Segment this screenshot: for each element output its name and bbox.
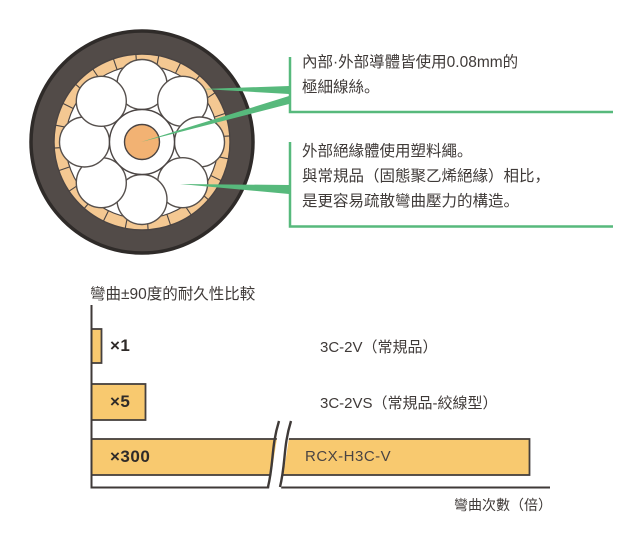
braid-tick xyxy=(112,58,118,70)
bar-value-label-x5: ×5 xyxy=(110,392,131,411)
annotation-line: 與常規品（固態聚乙烯絕緣）相比， xyxy=(302,168,551,185)
x-axis-label: 彎曲次數（倍） xyxy=(454,497,552,513)
annotation-line: 內部·外部導體皆使用0.08mm的 xyxy=(302,54,519,71)
cable-cross-section xyxy=(29,29,255,255)
bar-rcxh3cv xyxy=(90,438,531,476)
pointer-to-braid xyxy=(203,86,289,94)
braid-tick xyxy=(58,166,70,172)
bar-chart xyxy=(90,305,550,489)
annotation-line: 極細線絲。 xyxy=(302,79,380,96)
annotation-line: 是更容易疏散彎曲壓力的構造。 xyxy=(302,193,520,210)
bar-category-rcxh3cv: RCX-H3C-V xyxy=(305,448,392,465)
braid-tick xyxy=(210,175,222,182)
strand-circle xyxy=(75,75,128,128)
annotation-brackets xyxy=(288,57,613,228)
bar-category-3c2v: 3C-2V（常規品） xyxy=(320,339,438,356)
bracket-annotation-2 xyxy=(288,142,613,228)
annotation-conductor: 內部·外部導體皆使用0.08mm的 極細線絲。 xyxy=(302,50,518,100)
braid-tick xyxy=(102,210,109,222)
annotation-line: 外部絕緣體使用塑料繩。 xyxy=(302,143,473,160)
axis-break-mark xyxy=(266,419,293,489)
bar-3c2v xyxy=(90,328,103,364)
axis-break-line xyxy=(278,420,293,488)
pointer-to-core xyxy=(141,96,289,142)
bar-value-label-x1: ×1 xyxy=(110,336,131,355)
bar-value-label-x300: ×300 xyxy=(110,447,151,466)
braid-tick xyxy=(62,102,74,109)
chart-bars xyxy=(90,328,531,476)
plastic-string-strands xyxy=(58,58,226,226)
center-conductor-core xyxy=(123,123,161,161)
axis-break-line xyxy=(266,420,281,488)
braid-tick xyxy=(166,214,172,226)
pointer-to-strand xyxy=(180,184,289,194)
bar-category-3c2vs: 3C-2VS（常規品-絞線型） xyxy=(320,395,498,412)
chart-axes xyxy=(90,305,550,489)
bracket-annotation-1 xyxy=(288,57,613,114)
annotation-pointers xyxy=(141,86,289,194)
braid-tick xyxy=(214,112,226,118)
annotation-insulator: 外部絕緣體使用塑料繩。 與常規品（固態聚乙烯絕緣）相比， 是更容易疏散彎曲壓力的… xyxy=(302,139,550,214)
chart-title: 彎曲±90度的耐久性比較 xyxy=(90,286,256,303)
braid-tick xyxy=(175,62,182,74)
